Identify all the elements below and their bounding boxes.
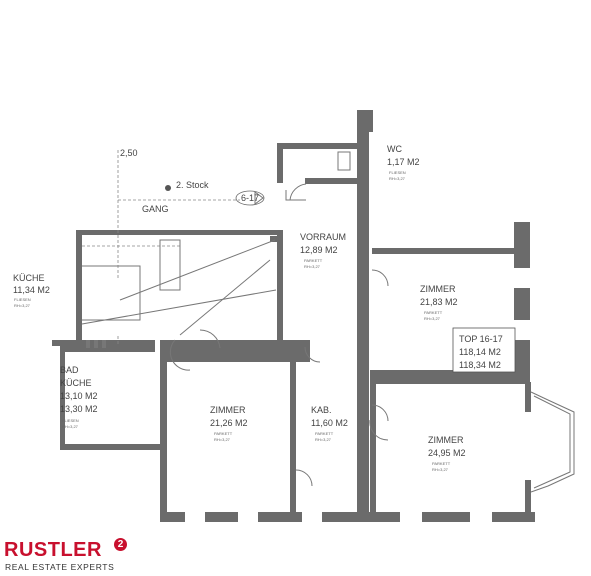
- bad-floor: FLIESEN: [62, 418, 79, 423]
- logo-superscript: 2: [114, 538, 127, 551]
- kab-area: 11,60 M2: [311, 418, 348, 428]
- gang-name: GANG: [142, 204, 169, 214]
- zimmer1-area: 21,83 M2: [420, 297, 458, 307]
- zimmer3-floor: PARKETT: [432, 461, 451, 466]
- bay-window: [530, 391, 575, 493]
- kab-height: RH=3,27: [315, 437, 332, 442]
- kueche-floor: FLIESEN: [14, 297, 31, 302]
- vorraum-floor: PARKETT: [304, 258, 323, 263]
- door-tag: [235, 190, 265, 206]
- vorraum-height: RH=3,27: [304, 264, 321, 269]
- logo-tagline: REAL ESTATE EXPERTS: [5, 562, 115, 572]
- plan-details: [81, 150, 389, 487]
- vorraum-name: VORRAUM: [300, 232, 346, 242]
- zimmer1-name: ZIMMER: [420, 284, 456, 294]
- zimmer2-height: RH=3,27: [214, 437, 231, 442]
- zimmer2-name: ZIMMER: [210, 405, 246, 415]
- zimmer3-name: ZIMMER: [428, 435, 464, 445]
- top-area-1: 118,14 M2: [459, 347, 501, 357]
- kab-floor: PARKETT: [315, 431, 334, 436]
- door-tag-label: 6-17: [241, 193, 259, 203]
- top-label: TOP 16-17: [459, 334, 503, 344]
- bad-area-1: 13,10 M2: [60, 391, 98, 401]
- zimmer3-height: RH=3,27: [432, 467, 449, 472]
- zimmer2-floor: PARKETT: [214, 431, 233, 436]
- bad-area-2: 13,30 M2: [60, 404, 98, 414]
- wc-height: RH=3,27: [389, 176, 406, 181]
- wc-floor: FLIESEN: [389, 170, 406, 175]
- kab-name: KAB.: [311, 405, 332, 415]
- gang-stair: 2. Stock: [176, 180, 209, 190]
- top-area-2: 118,34 M2: [459, 360, 501, 370]
- bad-height: RH=3,27: [62, 424, 79, 429]
- vorraum-area: 12,89 M2: [300, 245, 338, 255]
- bad-name-2: KÜCHE: [60, 378, 92, 388]
- company-logo: RUSTLER 2 REAL ESTATE EXPERTS: [4, 538, 164, 573]
- kueche-name: KÜCHE: [13, 273, 45, 283]
- zimmer3-area: 24,95 M2: [428, 448, 466, 458]
- kueche-area: 11,34 M2: [13, 285, 50, 295]
- kueche-height: RH=3,27: [14, 303, 31, 308]
- wc-area: 1,17 M2: [387, 157, 420, 167]
- walls: [52, 110, 535, 522]
- zimmer1-height: RH=3,27: [424, 316, 441, 321]
- logo-name: RUSTLER: [4, 539, 102, 561]
- wc-name: WC: [387, 144, 402, 154]
- zimmer2-area: 21,26 M2: [210, 418, 248, 428]
- bad-name: BAD: [60, 365, 79, 375]
- zimmer1-floor: PARKETT: [424, 310, 443, 315]
- dimension-note: 2,50: [120, 148, 138, 158]
- top-box: [452, 327, 516, 373]
